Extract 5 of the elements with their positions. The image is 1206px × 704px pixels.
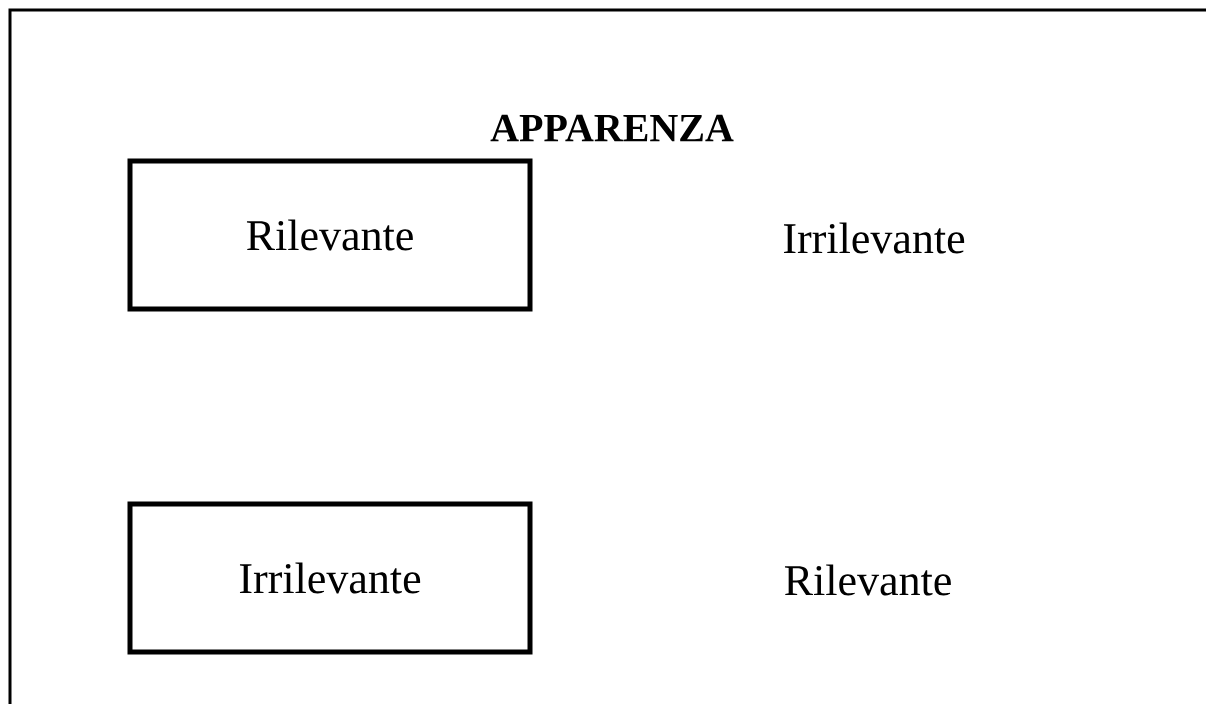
label: Rilevante xyxy=(785,564,951,596)
text-box: Rilevante xyxy=(127,158,533,312)
text-box: Irrilevante xyxy=(127,501,533,655)
title: APPARENZA xyxy=(490,114,734,142)
label: Irrilevante xyxy=(784,222,965,254)
